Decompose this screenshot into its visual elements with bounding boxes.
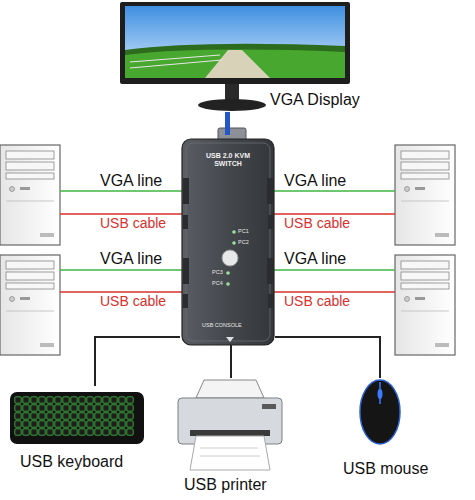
- cable-label-usb: USB cable: [284, 215, 350, 231]
- shape-part: [182, 139, 274, 345]
- keyboard: [10, 392, 144, 444]
- shape-part: [200, 448, 258, 449]
- pc-tower: [395, 145, 455, 245]
- shape-part: [130, 55, 222, 68]
- shape-part: [183, 178, 189, 204]
- shape-part: [190, 430, 270, 436]
- cable-label-vga: VGA line: [284, 250, 346, 268]
- shape-part: [60, 213, 182, 215]
- printer: [178, 380, 282, 470]
- shape-part: [183, 294, 188, 308]
- cable-label-vga: VGA line: [284, 172, 346, 190]
- shape-part: [360, 380, 400, 444]
- shape-part: [196, 380, 264, 398]
- shape-part: [267, 178, 273, 204]
- pc-tower: [0, 255, 60, 355]
- shape-part: [268, 294, 273, 308]
- device-label: VGA Display: [270, 91, 360, 109]
- device-label: USB printer: [184, 476, 267, 494]
- cable-label-usb: USB cable: [100, 293, 166, 309]
- shape-part: [232, 241, 236, 245]
- shape-part: [60, 291, 182, 293]
- cable-label-vga: VGA line: [100, 250, 162, 268]
- shape-part: [378, 389, 383, 399]
- vga-cable: [225, 112, 230, 135]
- keyboard-node: USB keyboard: [8, 386, 148, 476]
- led-label: PC2: [238, 239, 249, 245]
- shape-part: [274, 213, 395, 215]
- usb-cable: [275, 337, 380, 378]
- shape-part: [10, 392, 144, 444]
- shape-part: [226, 282, 230, 286]
- device-label: USB keyboard: [20, 453, 123, 471]
- shape-part: [60, 190, 182, 192]
- shape-part: [60, 269, 182, 271]
- shape-part: [125, 6, 345, 78]
- shape-part: [183, 215, 188, 229]
- kvm-switch-node: USB 2.0 KVM SWITCH PC1PC2PC3PC4USB CONSOL…: [180, 135, 275, 345]
- shape-part: [125, 47, 345, 78]
- device-label: USB mouse: [343, 460, 428, 478]
- shape-part: [200, 456, 260, 457]
- usb-cable: [230, 345, 232, 378]
- shape-part: [232, 230, 236, 234]
- cable-label-usb: USB cable: [100, 215, 166, 231]
- shape-part: [190, 436, 270, 470]
- printer-node: USB printer: [172, 378, 290, 496]
- cable-label-usb: USB cable: [284, 293, 350, 309]
- pc-tower: [395, 255, 455, 355]
- shape-part: [274, 269, 395, 271]
- shape-part: [268, 215, 273, 229]
- shape-part: [14, 396, 134, 436]
- mouse-node: USB mouse: [335, 378, 445, 482]
- console-label: USB CONSOLE: [202, 322, 242, 328]
- led-label: PC4: [212, 280, 223, 286]
- switch-title: USB 2.0 KVM SWITCH: [205, 152, 251, 168]
- shape-part: [205, 50, 270, 78]
- shape-part: [120, 2, 350, 84]
- shape-part: [183, 258, 189, 284]
- kvm-switch: [182, 128, 274, 345]
- shape-part: [186, 143, 270, 341]
- led-label: PC1: [238, 228, 249, 234]
- cable-label-vga: VGA line: [100, 172, 162, 190]
- shape-part: [274, 291, 395, 293]
- shape-part: [267, 258, 273, 284]
- shape-part: [225, 84, 239, 100]
- usb-cable: [95, 337, 180, 386]
- display-node: VGA Display: [118, 0, 373, 112]
- pc-tower: [0, 145, 60, 245]
- shape-part: [262, 404, 276, 409]
- mouse: [360, 380, 400, 444]
- shape-part: [222, 250, 238, 266]
- shape-part: [226, 271, 230, 275]
- shape-part: [226, 337, 234, 342]
- led-label: PC3: [212, 269, 223, 275]
- shape-part: [198, 99, 266, 111]
- shape-part: [274, 190, 395, 192]
